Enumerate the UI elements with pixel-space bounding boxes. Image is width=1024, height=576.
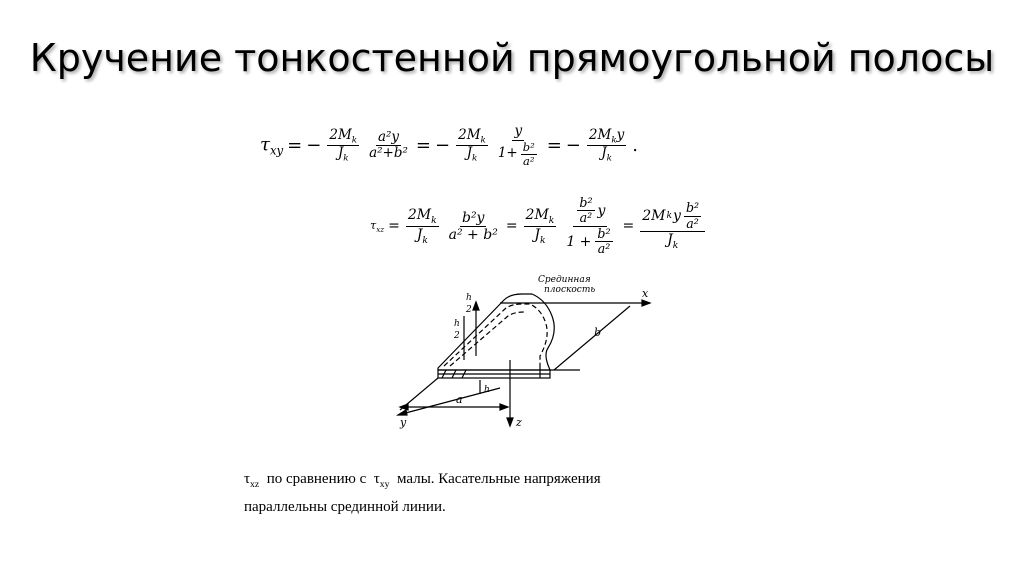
label-midplane-1: Срединная	[538, 275, 591, 285]
label-midplane-2: плоскость	[544, 285, 595, 295]
strip-diagram: Срединная плоскость x y z a b h h 2 h 2	[395, 275, 652, 429]
eq1-equals-2: =	[415, 135, 432, 157]
caption-text: τxz по сравнению с τxy малы. Касательные…	[244, 466, 744, 522]
eq1-lhs: τxy	[260, 134, 284, 158]
equation-tau-xz: τxz = 2Mk Jk b²y a² + b² = 2Mk Jk b² a² …	[370, 195, 707, 257]
label-h: h	[484, 385, 490, 395]
midplane-dashed-inner	[449, 311, 525, 367]
label-h2-den: 2	[465, 305, 472, 315]
midplane-dashed	[443, 303, 548, 367]
caption-line-2: параллельны срединной линии.	[244, 499, 446, 516]
equation-tau-xy: τxy = − 2Mk Jk a²y a²+b² = − 2Mk Jk y 1+…	[260, 123, 638, 168]
eq1-minus-2: −	[435, 135, 451, 157]
label-a: a	[456, 393, 463, 406]
label-h2b-num: h	[454, 319, 460, 329]
eq1-minus-3: −	[565, 135, 581, 157]
eq2-frac-4: b² a² y 1 + b² a²	[566, 195, 613, 257]
y-axis-line	[397, 387, 501, 416]
y-axis-arrow	[395, 409, 408, 416]
x-axis-arrow	[641, 299, 652, 307]
label-h2b-den: 2	[453, 331, 460, 341]
eq2-frac-3: 2Mk Jk	[523, 206, 557, 246]
eq2-frac-2: b²y a² + b²	[448, 209, 498, 243]
label-z: z	[515, 416, 522, 429]
eq2-lhs: τxz	[370, 218, 385, 235]
slide-title: Кручение тонкостенной прямоугольной поло…	[29, 36, 995, 80]
eq2-equals-3: =	[622, 218, 635, 235]
label-x: x	[642, 287, 649, 300]
eq1-minus-1: −	[306, 135, 322, 157]
label-b: b	[594, 326, 601, 339]
eq1-equals-3: =	[546, 135, 562, 157]
label-y: y	[399, 416, 407, 429]
eq1-frac-1: 2Mk Jk	[327, 126, 360, 165]
caption-line-1: τxz по сравнению с τxy малы. Касательные…	[244, 471, 601, 490]
eq1-frac-3: 2Mk Jk	[456, 126, 488, 165]
eq1-end: .	[632, 135, 638, 157]
strip-top-outline	[437, 293, 555, 371]
eq1-frac-2: a²y a²+b²	[369, 128, 408, 162]
eq1-frac-4: y 1+ b² a²	[497, 123, 537, 168]
z-axis-arrow	[506, 417, 514, 428]
eq1-equals: =	[287, 135, 303, 157]
eq2-frac-1: 2Mk Jk	[405, 206, 439, 246]
eq2-equals-2: =	[505, 218, 518, 235]
eq1-frac-5: 2Mky Jk	[586, 126, 627, 165]
label-h2-num: h	[466, 293, 472, 303]
dim-b-line	[553, 305, 631, 371]
eq2-equals-1: =	[388, 218, 400, 235]
